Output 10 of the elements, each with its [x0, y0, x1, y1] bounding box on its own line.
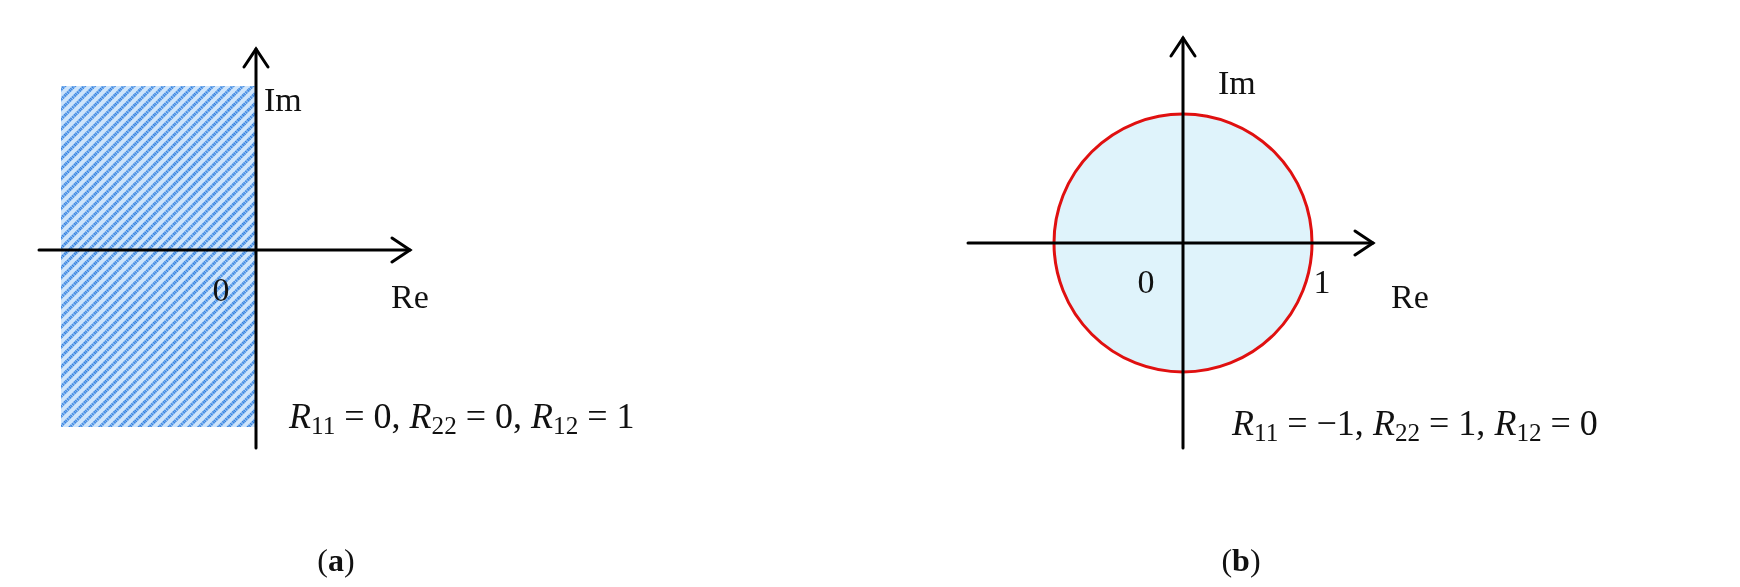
real-axis-label: Re: [1391, 280, 1429, 314]
tick-label: 1: [1313, 265, 1331, 299]
parameter-equation: R$_{11}$ = −1, R$_{22}$ = 1, R$_{12}$ = 0: [1232, 405, 1598, 441]
origin-label: 0: [1137, 265, 1155, 299]
parameter-equation: R$_{11}$ = 0, R$_{22}$ = 0, R$_{12}$ = 1: [289, 398, 635, 434]
panel-label: (a): [317, 544, 355, 576]
imaginary-axis-label: Im: [264, 83, 302, 117]
panel-label: (b): [1221, 544, 1261, 576]
real-axis-label: Re: [391, 280, 429, 314]
imaginary-axis-label: Im: [1218, 66, 1256, 100]
